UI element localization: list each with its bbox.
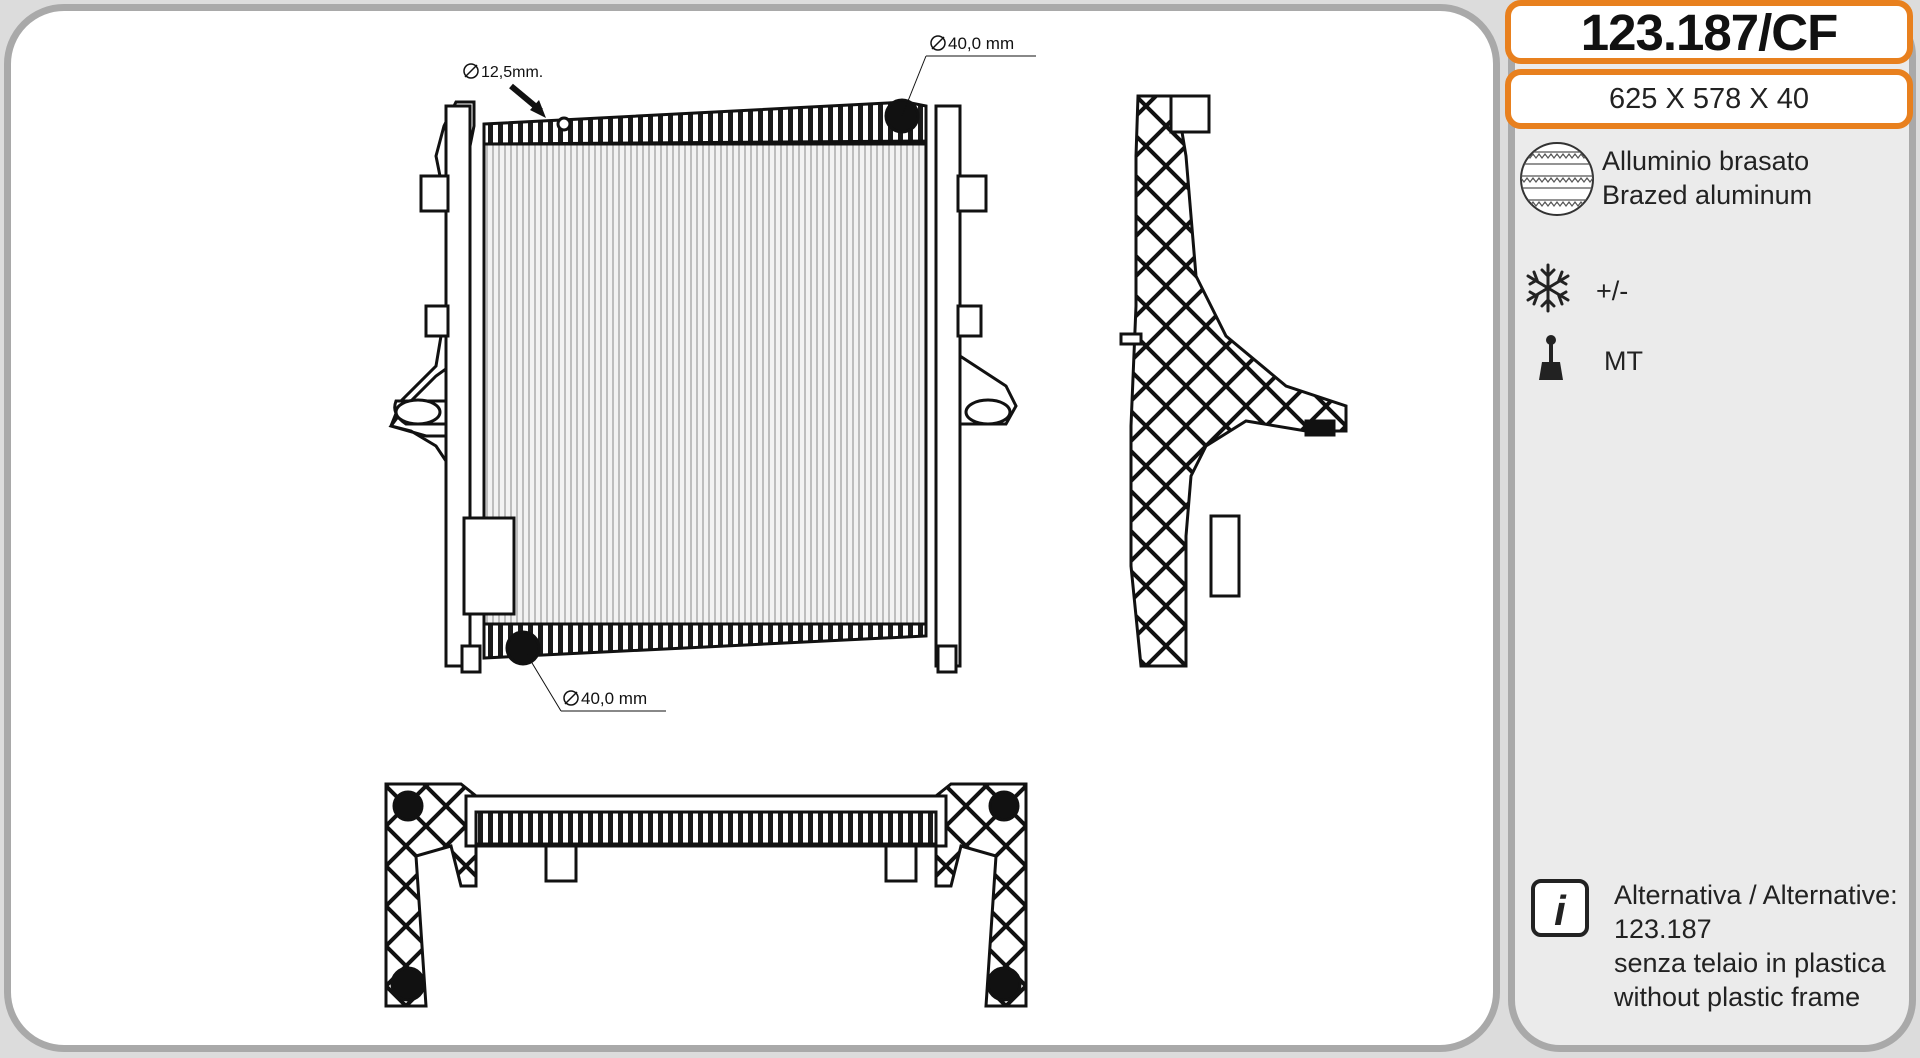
svg-text:i: i	[1554, 887, 1567, 934]
cooling-label: +/-	[1596, 276, 1629, 306]
side-view	[1119, 94, 1348, 668]
transmission-label: MT	[1604, 346, 1643, 376]
radiator-drawing: 12,5mm. 40,0 mm 40,0 mm	[384, 34, 1348, 1008]
info-icon: i	[1531, 879, 1589, 937]
front-view	[388, 98, 1018, 674]
svg-text:40,0 mm: 40,0 mm	[581, 689, 647, 708]
gear-shift-icon	[1539, 335, 1563, 380]
svg-text:40,0 mm: 40,0 mm	[948, 34, 1014, 53]
product-dimensions: 625 X 578 X 40	[1505, 69, 1913, 129]
alternative-code: 123.187	[1614, 914, 1712, 944]
alternative-note-it: senza telaio in plastica	[1614, 948, 1886, 978]
radiator-core-icon	[1520, 142, 1594, 216]
snowflake-icon	[1526, 263, 1570, 313]
alternative-note-en: without plastic frame	[1614, 982, 1861, 1012]
product-code: 123.187/CF	[1505, 0, 1913, 64]
port-label-bottom: 40,0 mm	[522, 647, 666, 712]
alternative-heading: Alternativa / Alternative:	[1614, 880, 1898, 910]
port-label-small: 12,5mm.	[463, 63, 546, 118]
port-label-top: 40,0 mm	[901, 34, 1036, 117]
material-label-it: Alluminio brasato	[1602, 146, 1810, 176]
top-view	[384, 782, 1028, 1008]
material-label-en: Brazed aluminum	[1602, 180, 1813, 210]
svg-text:12,5mm.: 12,5mm.	[481, 64, 543, 81]
